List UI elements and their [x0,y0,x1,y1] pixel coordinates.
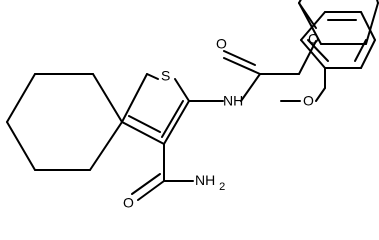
bond-methoxy-oxygen-left [315,87,326,102]
chemical-structure-diagram: S NH O O O O NH 2 [6,0,379,211]
bond-benzene-visible-left-lower [300,39,326,69]
bond-nh-carbonyl [240,73,261,102]
bond-amide-oxygen-double [131,173,161,195]
bond-thiophene-s-left [146,73,159,80]
bond-cyclohexyl-3 [6,121,36,171]
bond-thiophene-bottom-double [161,100,184,138]
bond-thiophene-left [121,121,165,145]
ether-oxygen-label: O [308,31,319,47]
molecule-drawing: S NH O O O O NH 2 [6,0,379,211]
bond-benzene-6 [298,2,322,45]
bond-benzene-visible-right-upper [360,11,376,41]
bond-benzene-visible-left-upper [300,11,326,41]
nh-label: NH [223,93,243,109]
bond-thiophene-bottom [163,100,190,145]
bond-cyclohexyl-5 [89,121,123,171]
amide-nh2-label: NH 2 [195,172,225,193]
carbonyl-oxygen-label: O [216,36,227,52]
bond-thiophene-left-double [128,115,161,133]
amide-oxygen-label: O [123,195,134,211]
methoxy-oxygen-label: O [303,93,314,109]
sulfur-label: S [161,68,170,84]
bond-carbonyl-oxygen [223,57,261,75]
bond-benzene-3 [376,0,379,4]
bond-benzene-visible-right-lower [360,39,376,69]
bond-cyclohexyl-2 [6,73,36,123]
bond-benzene-1 [298,0,302,4]
bond-benzene-4 [365,2,379,45]
amide-subscript-label: 2 [219,181,225,193]
bond-benzene-inner-right [354,39,367,62]
bond-amide-oxygen [137,180,165,201]
bond-thiophene-s-right [174,78,190,102]
bond-benzene-inner-left [307,39,329,62]
bond-thiophene-c-c [121,73,148,123]
bond-cyclohexyl-6 [92,73,123,123]
bond-carbonyl-oxygen-double [223,50,256,66]
amide-nh-label: NH [195,172,215,188]
